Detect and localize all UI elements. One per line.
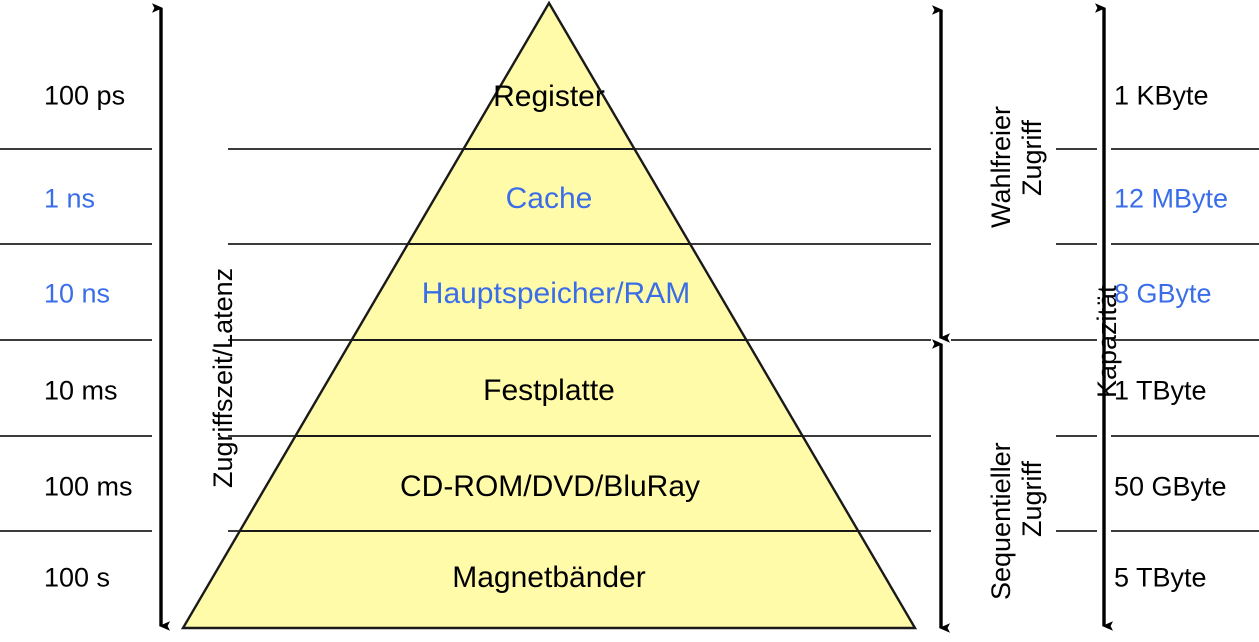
tier-name-cache: Cache: [505, 182, 593, 215]
tier-name-tape: Magnetbänder: [452, 561, 646, 594]
latency-value-tape: 100 s: [44, 562, 111, 593]
tier-name-register: Register: [493, 80, 605, 113]
axis-label-latency: Zugriffszeit/Latenz: [208, 267, 238, 488]
latency-value-register: 100 ps: [44, 80, 126, 111]
capacity-value-optical: 50 GByte: [1114, 471, 1227, 502]
pyramid-shape: [180, 0, 918, 630]
axis-label-random-access-line2: Zugriff: [1017, 119, 1047, 196]
latency-value-disk: 10 ms: [44, 375, 118, 406]
latency-value-ram: 10 ns: [44, 278, 111, 309]
tier-name-optical: CD-ROM/DVD/BluRay: [399, 470, 701, 503]
latency-value-cache: 1 ns: [44, 183, 96, 214]
latency-value-optical: 100 ms: [44, 471, 133, 502]
capacity-value-disk: 1 TByte: [1114, 375, 1207, 406]
axis-label-sequential-access-line2: Zugriff: [1017, 460, 1047, 537]
tier-name-disk: Festplatte: [483, 374, 615, 407]
capacity-value-cache: 12 MByte: [1114, 183, 1229, 214]
pyramid-internal-dividers: [240, 147, 859, 533]
axis-label-sequential-access-line1: Sequentieller: [986, 442, 1016, 600]
capacity-value-register: 1 KByte: [1114, 80, 1209, 111]
axis-label-random-access-line1: Wahlfreier: [986, 105, 1016, 228]
tier-name-ram: Hauptspeicher/RAM: [421, 277, 691, 310]
capacity-value-tape: 5 TByte: [1114, 562, 1207, 593]
capacity-value-ram: 8 GByte: [1114, 278, 1212, 309]
